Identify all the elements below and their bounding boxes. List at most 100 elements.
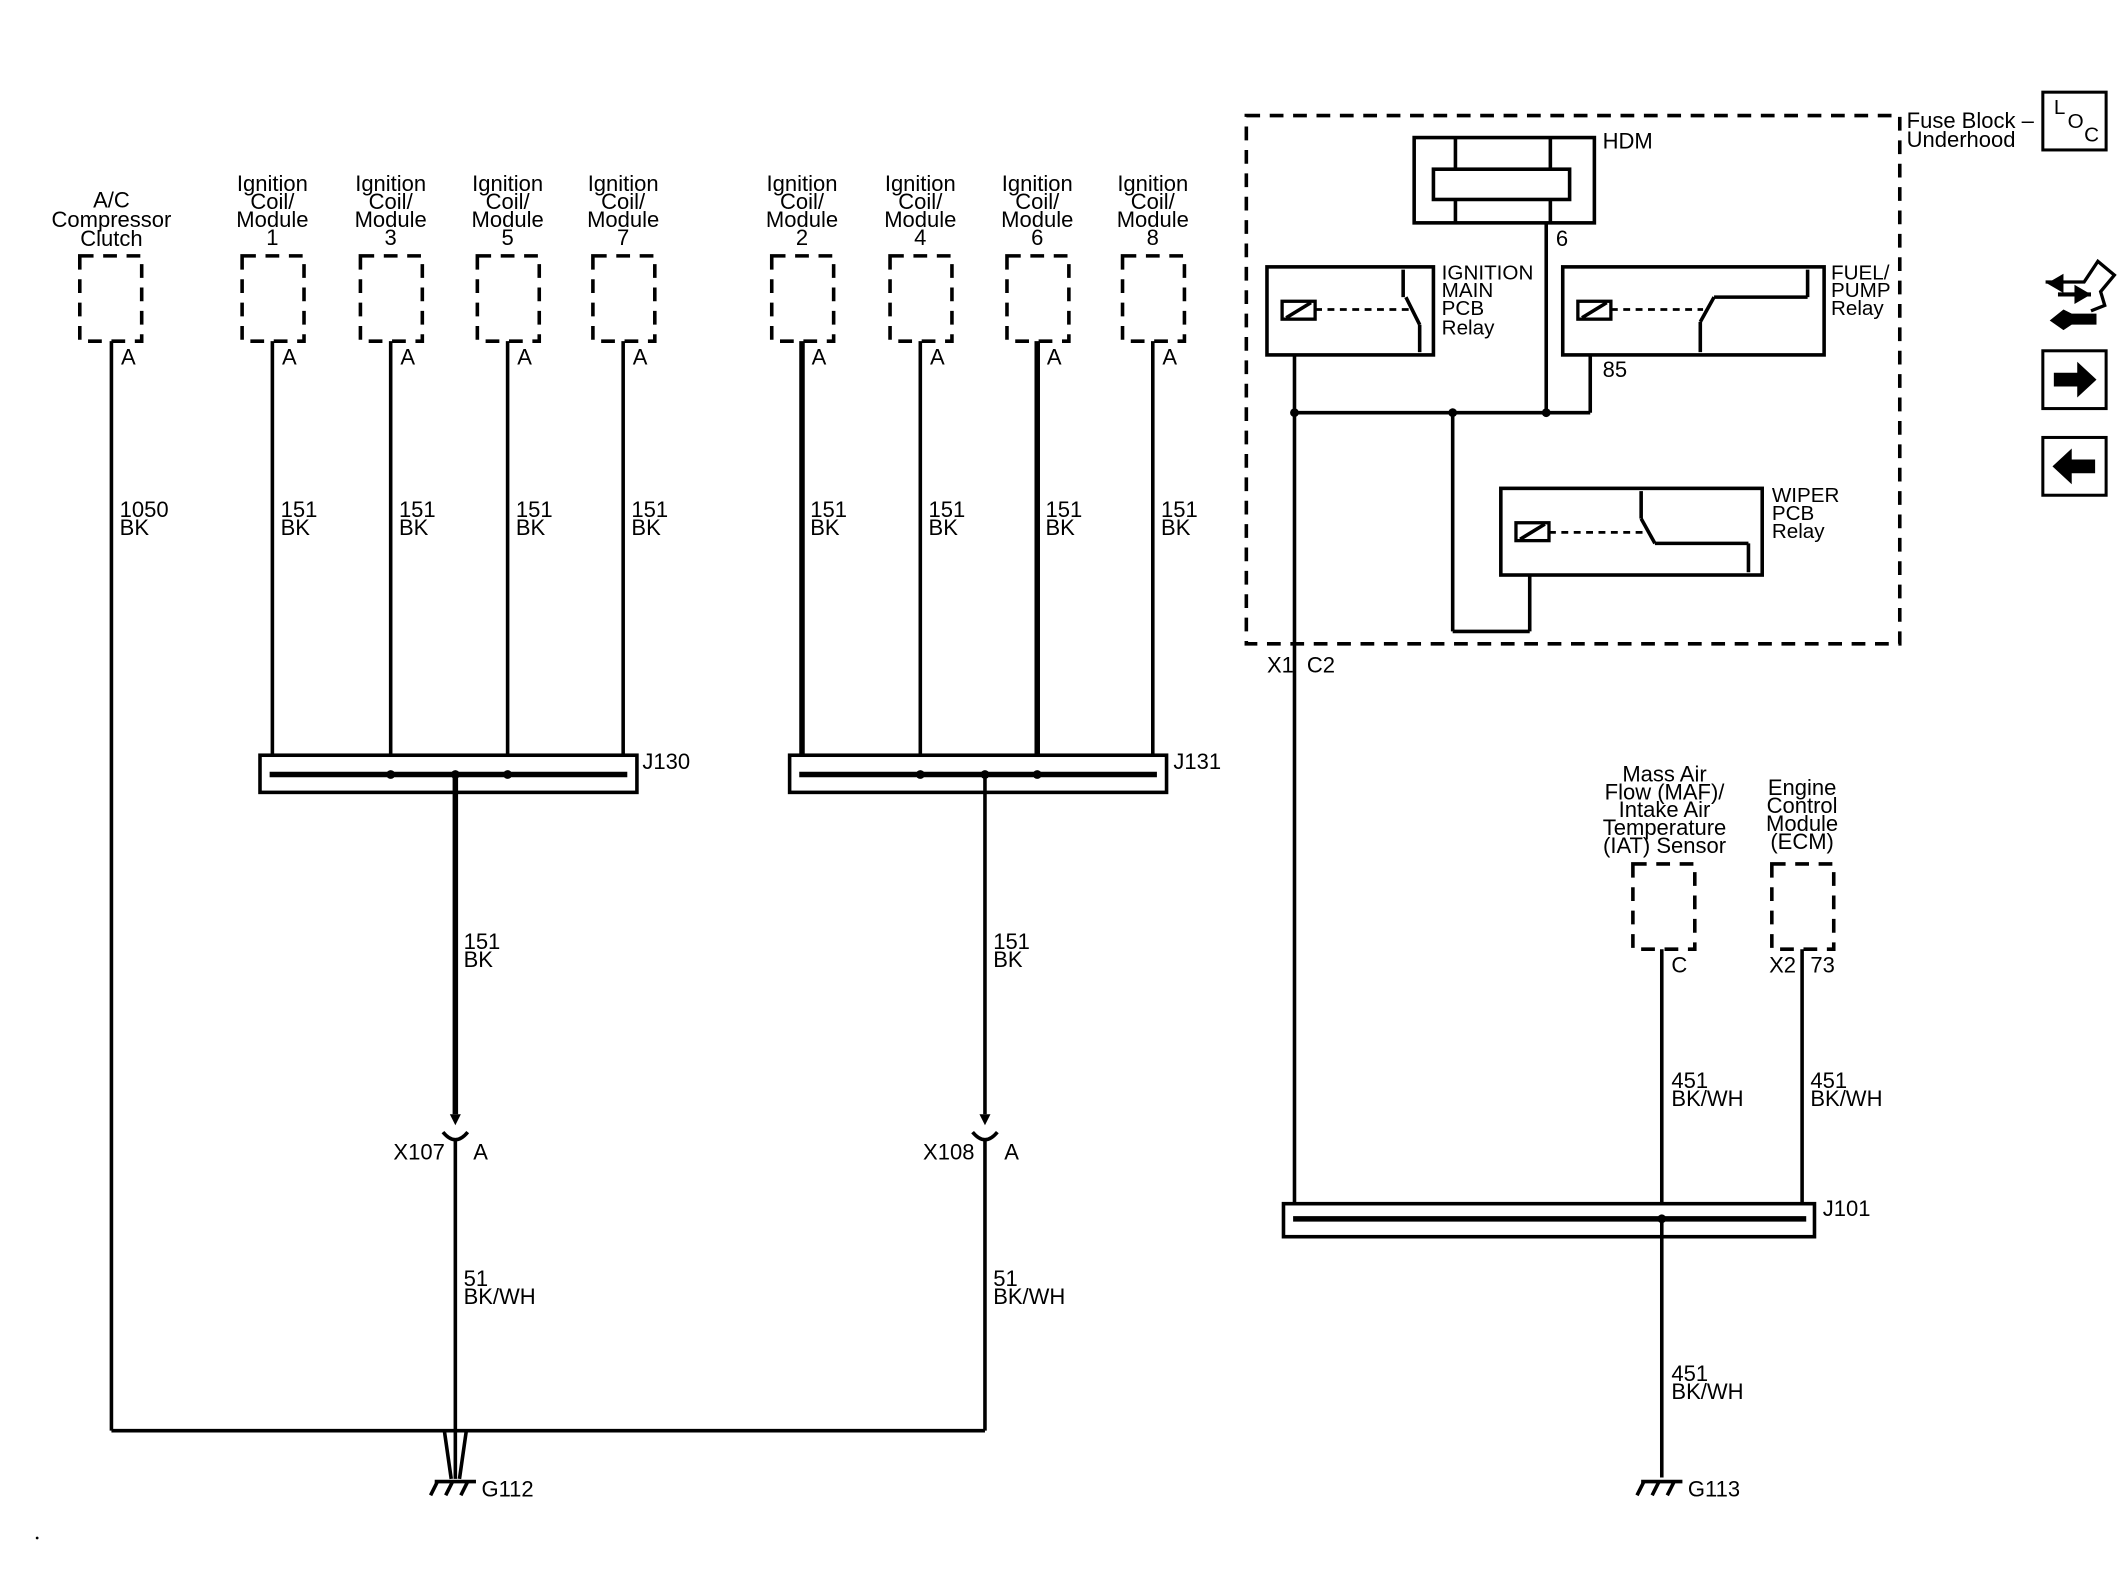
- coil-4-connector-box: [888, 254, 954, 343]
- coil-3-wire-number: 151: [399, 497, 436, 522]
- ign-relay-line3: PCB: [1442, 297, 1484, 320]
- previous-arrow-button[interactable]: [2041, 435, 2108, 497]
- next-arrow-button[interactable]: [2041, 349, 2108, 411]
- fuse-block-title-line1: Fuse Block –: [1907, 108, 2035, 133]
- maf-line5: (IAT) Sensor: [1603, 833, 1726, 858]
- j101-ground-wire-color: BK/WH: [1671, 1379, 1743, 1404]
- coil-module-4: Ignition Coil/ Module 4 A 151 BK: [884, 171, 965, 540]
- x107-wire-number: 51: [464, 1266, 488, 1291]
- loc-letter-o: O: [2068, 110, 2084, 133]
- hdm-component: HDM 6: [1412, 129, 1653, 251]
- ign-relay-line1: IGNITION: [1442, 261, 1534, 284]
- connector-x107: X107 A: [393, 1114, 488, 1165]
- coil-1-line3: Module: [236, 207, 308, 232]
- coil-5-wire-color: BK: [516, 515, 546, 540]
- coil-2-line2: Coil/: [780, 189, 825, 214]
- maf-iat-sensor: Mass Air Flow (MAF)/ Intake Air Temperat…: [1603, 761, 1744, 1111]
- maf-wire-color: BK/WH: [1671, 1086, 1743, 1111]
- coil-5-line3: Module: [472, 207, 544, 232]
- coil-1-wire-color: BK: [281, 515, 311, 540]
- coil-6-line2: Coil/: [1015, 189, 1060, 214]
- x107-label: X107: [393, 1140, 444, 1165]
- j101-label: J101: [1823, 1196, 1871, 1221]
- coil-3-pin: A: [400, 345, 415, 370]
- coil-2-line3: Module: [766, 207, 838, 232]
- coil-1-pin: A: [282, 345, 297, 370]
- x107-pin: A: [473, 1140, 488, 1165]
- coil-2-wire-number: 151: [810, 497, 847, 522]
- coil-8-pin: A: [1162, 345, 1177, 370]
- wiper-relay-line1: WIPER: [1772, 484, 1840, 507]
- maf-line3: Intake Air: [1619, 797, 1711, 822]
- x108-wire-number: 51: [993, 1266, 1017, 1291]
- hdm-pin: 6: [1556, 226, 1568, 251]
- coil-4-wire-color: BK: [929, 515, 959, 540]
- wiper-relay-line3: Relay: [1772, 520, 1825, 543]
- wiper-relay-line2: PCB: [1772, 502, 1814, 525]
- coil-7-wire-number: 151: [631, 497, 668, 522]
- coil-8-line4: 8: [1147, 225, 1159, 250]
- coil-3-line1: Ignition: [355, 171, 426, 196]
- fuse-block-connector: X1: [1267, 653, 1294, 678]
- j130-trunk-number: 151: [464, 929, 501, 954]
- ac-compressor-clutch: A/C Compressor Clutch A 1050 BK: [52, 188, 172, 540]
- coil-4-line4: 4: [914, 225, 926, 250]
- ground-g113: G113: [1635, 1477, 1740, 1502]
- corner-dot: [35, 1536, 39, 1540]
- coil-7-line4: 7: [617, 225, 629, 250]
- j101-ground-wire-number: 451: [1671, 1361, 1708, 1386]
- j130-trunk-color: BK: [464, 947, 494, 972]
- connector-x108: X108 A: [923, 1114, 1019, 1165]
- fuel-relay-line3: Relay: [1831, 297, 1884, 320]
- coil-1-line4: 1: [266, 225, 278, 250]
- coil-6-wire-color: BK: [1045, 515, 1075, 540]
- coil-5-pin: A: [517, 345, 532, 370]
- coil-6-pin: A: [1047, 345, 1062, 370]
- ecm-line4: (ECM): [1770, 829, 1834, 854]
- coil-2-wire-color: BK: [810, 515, 840, 540]
- coil-8-line1: Ignition: [1117, 171, 1188, 196]
- maf-wire-number: 451: [1671, 1068, 1708, 1093]
- ign-relay-line2: MAIN: [1442, 279, 1494, 302]
- x108-pin: A: [1004, 1140, 1019, 1165]
- maf-line4: Temperature: [1603, 815, 1727, 840]
- fuse-block-outline: [1244, 113, 1902, 646]
- maf-line2: Flow (MAF)/: [1605, 779, 1726, 804]
- coil-7-connector-box: [591, 254, 657, 343]
- x108-label: X108: [923, 1140, 974, 1165]
- splice-j131: J131: [787, 749, 1221, 795]
- right-arrow-icon: [2053, 361, 2097, 398]
- ac-wire-number: 1050: [120, 497, 169, 522]
- coil-2-line1: Ignition: [767, 171, 838, 196]
- ecm-wire-color: BK/WH: [1810, 1086, 1882, 1111]
- coil-6-connector-box: [1005, 254, 1071, 343]
- coil-3-line3: Module: [355, 207, 427, 232]
- connector-wrench-icon[interactable]: [2045, 258, 2117, 331]
- maf-line1: Mass Air: [1622, 761, 1706, 786]
- ecm-line3: Module: [1766, 811, 1838, 836]
- ac-connector-box: [77, 254, 144, 343]
- even-coil-wires: [799, 341, 1155, 775]
- g113-label: G113: [1688, 1477, 1740, 1502]
- j131-label: J131: [1173, 749, 1221, 774]
- ecm-line1: Engine: [1768, 775, 1837, 800]
- coil-7-line3: Module: [587, 207, 659, 232]
- loc-button[interactable]: L O C: [2041, 90, 2108, 152]
- fuel-pump-relay: FUEL/ PUMP Relay 85: [1560, 261, 1891, 413]
- j131-trunk-number: 151: [993, 929, 1030, 954]
- coil-4-line3: Module: [884, 207, 956, 232]
- coil-8-wire-color: BK: [1161, 515, 1191, 540]
- coil-4-wire-number: 151: [929, 497, 966, 522]
- coil-2-connector-box: [769, 254, 836, 343]
- ecm-connector: X2: [1769, 953, 1796, 978]
- engine-control-module: Engine Control Module (ECM) X2 73 451 BK…: [1766, 775, 1882, 1111]
- hdm-label: HDM: [1603, 129, 1653, 154]
- loc-letter-l: L: [2054, 96, 2065, 119]
- fuse-block-underhood: Fuse Block – Underhood HDM 6 IGNITION MA…: [1244, 108, 2035, 678]
- coil-module-2: Ignition Coil/ Module 2 A 151 BK: [766, 171, 847, 540]
- coil-6-line4: 6: [1031, 225, 1043, 250]
- coil-3-wire-color: BK: [399, 515, 429, 540]
- ac-label-line1: A/C: [93, 188, 130, 213]
- coil-module-3: Ignition Coil/ Module 3 A 151 BK: [355, 171, 436, 540]
- coil-module-7: Ignition Coil/ Module 7 A 151 BK: [587, 171, 668, 540]
